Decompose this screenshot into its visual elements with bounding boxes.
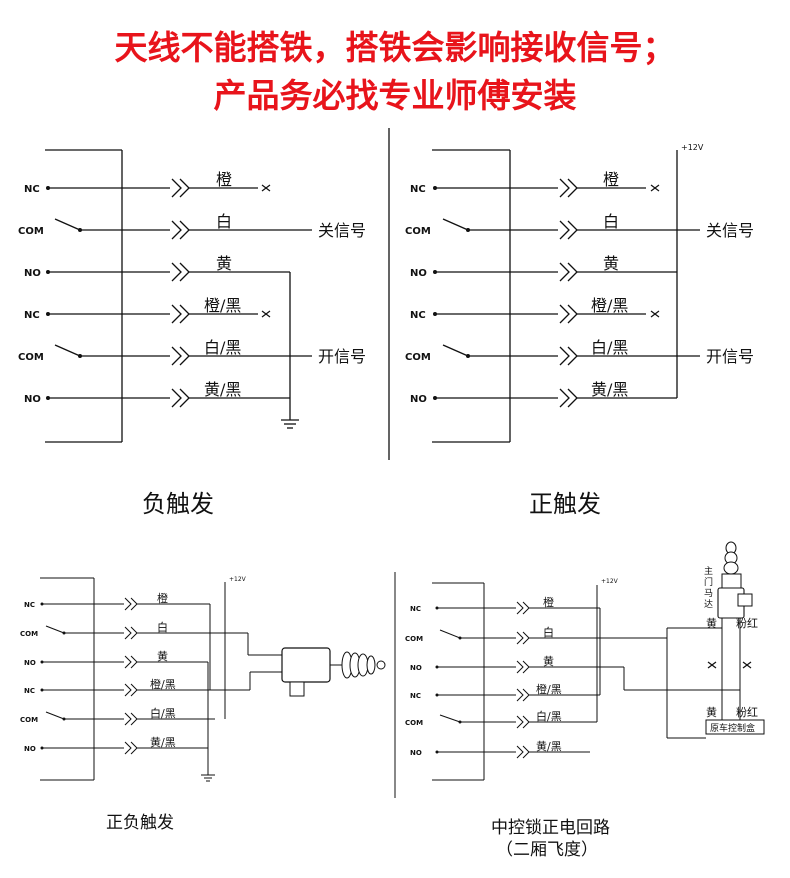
control-box-label: 原车控制盒: [710, 722, 755, 734]
motor-label: 马: [704, 588, 713, 599]
wire-label: 橙/黑: [591, 296, 628, 315]
warning-line-1: 天线不能搭铁，搭铁会影响接收信号；: [114, 28, 676, 67]
panel-negative-trigger: NC COM NO NC COM NO 橙 白 黄 橙/黑 白/黑 黄/黑 关信…: [18, 149, 366, 518]
wire-label: 橙: [157, 591, 168, 605]
pin-label: NC: [24, 687, 35, 695]
pin-label: COM: [18, 352, 44, 363]
pin-label: NO: [410, 749, 422, 757]
motor-label: 主: [704, 565, 713, 577]
wire-label: 白/黑: [150, 706, 176, 720]
pin-label: COM: [18, 226, 44, 237]
pin-label: NO: [410, 664, 422, 672]
wire-label: 白: [216, 212, 232, 231]
caption-positive: 正触发: [529, 490, 601, 518]
wire-label: 橙: [603, 170, 619, 189]
voltage-label: +12V: [229, 576, 247, 583]
pin-label: NO: [24, 659, 36, 667]
lock-wire-yellow: 黄: [706, 705, 717, 719]
pin-label: COM: [405, 719, 423, 727]
wire-label: 黄: [603, 254, 619, 273]
signal-close: 关信号: [706, 221, 754, 240]
wire-label: 橙: [543, 595, 554, 609]
motor-label: 达: [704, 598, 713, 610]
wire-label: 白: [543, 625, 554, 639]
panel-positive-trigger: +12V NC COM NO NC COM NO 橙 白 黄 橙/黑 白/黑 黄…: [405, 143, 754, 518]
panel-central-lock: +12V 主 门 马 达 黄 粉红 黄 粉红 原车控制盒 NC COM NO N…: [405, 541, 765, 860]
wire-label: 黄/黑: [591, 380, 628, 399]
caption-central-lock-sub: （二厢飞度）: [496, 840, 598, 860]
wire-label: 白: [603, 212, 619, 231]
pin-label: NC: [410, 692, 421, 700]
wire-label: 橙/黑: [150, 677, 176, 691]
pin-label: COM: [20, 630, 38, 638]
pin-label: NO: [24, 745, 36, 753]
wire-label: 白/黑: [204, 338, 241, 357]
wire-label: 黄: [543, 654, 554, 668]
pin-label: COM: [20, 716, 38, 724]
wire-label: 黄: [216, 254, 232, 273]
pin-label: COM: [405, 226, 431, 237]
wire-label: 黄: [157, 649, 168, 663]
voltage-label: +12V: [681, 143, 704, 152]
pin-label: NC: [24, 601, 35, 609]
actuator-icon: [281, 647, 386, 697]
pin-label: NC: [410, 310, 426, 321]
motor-icon: [717, 541, 753, 619]
wire-label: 白/黑: [591, 338, 628, 357]
wire-label: 橙/黑: [204, 296, 241, 315]
signal-open: 开信号: [318, 347, 366, 366]
pin-label: COM: [405, 635, 423, 643]
pin-label: NO: [24, 268, 41, 279]
wire-label: 橙: [216, 170, 232, 189]
wire-label: 白: [157, 620, 168, 634]
caption-pos-neg: 正负触发: [106, 813, 174, 833]
control-box: [705, 719, 765, 735]
pin-label: NC: [410, 184, 426, 195]
wire-label: 黄/黑: [536, 739, 562, 753]
pin-label: NO: [24, 394, 41, 405]
pin-label: NC: [24, 310, 40, 321]
signal-open: 开信号: [706, 347, 754, 366]
lock-wire-yellow: 黄: [706, 616, 717, 630]
pin-label: COM: [405, 352, 431, 363]
wire-label: 黄/黑: [204, 380, 241, 399]
caption-central-lock: 中控锁正电回路: [491, 818, 610, 838]
signal-close: 关信号: [318, 221, 366, 240]
pin-label: NO: [410, 268, 427, 279]
motor-label: 门: [704, 576, 713, 588]
lock-wire-pink-red: 粉红: [736, 706, 758, 719]
caption-negative: 负触发: [142, 490, 214, 518]
wire-label: 白/黑: [536, 709, 562, 723]
panel-pos-neg-trigger: +12V NC COM NO NC COM NO 橙 白 黄 橙/黑 白/黑 黄…: [20, 576, 386, 833]
pin-label: NC: [410, 605, 421, 613]
warning-line-2: 产品务必找专业师傅安装: [213, 76, 577, 115]
wire-label: 黄/黑: [150, 735, 176, 749]
pin-label: NC: [24, 184, 40, 195]
pin-label: NO: [410, 394, 427, 405]
lock-wire-pink-red: 粉红: [736, 617, 758, 630]
wire-label: 橙/黑: [536, 682, 562, 696]
voltage-label: +12V: [601, 578, 619, 585]
